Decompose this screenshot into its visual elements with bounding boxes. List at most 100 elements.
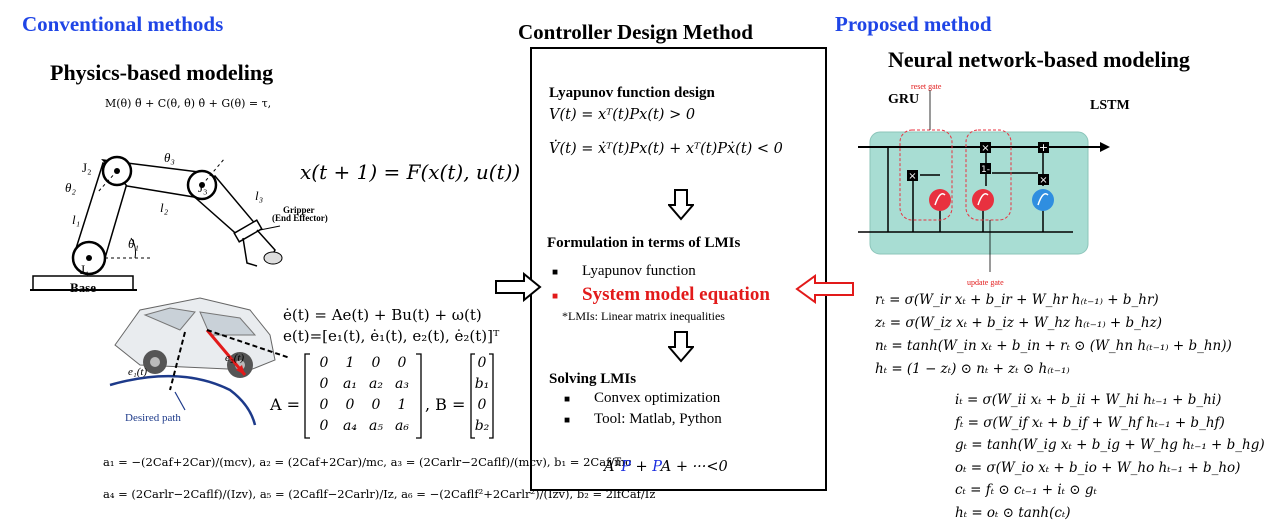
right-to-center-arrow [795,274,854,304]
matrix-b-cell: b₂ [474,418,490,434]
svg-text:×: × [908,171,916,182]
matrix-a-cell: a₂ [369,376,383,392]
dynamics-equation: M(θ) θ̈ + C(θ, θ̇) θ̇ + G(θ) = τ, [105,97,272,110]
lstm-equation: gₜ = tanh(W_ig xₜ + b_ig + W_hg hₜ₋₁ + b… [955,437,1265,453]
lmi-item-system-model: System model equation [582,284,770,305]
final-lmi-inequality: ATP + PA + ···<0 [604,457,728,475]
bullet-convex: ■ [564,394,571,405]
matrix-a-cell: a₅ [369,418,383,434]
e1-label: e₁(t) [128,366,148,378]
matrix-a-cell: a₆ [395,418,409,434]
reset-gate-label: reset gate [911,82,942,91]
svg-text:1-: 1- [981,165,990,175]
matrix-a-cell: 0 [319,418,329,434]
lstm-equation: oₜ = σ(W_io xₜ + b_io + W_ho hₜ₋₁ + b_ho… [955,459,1241,476]
gru-equation: rₜ = σ(W_ir xₜ + b_ir + W_hr h₍ₜ₋₁₎ + b_… [875,292,1159,308]
matrix-a-cell: 0 [345,397,355,413]
state-transition-equation: x(t + 1) = F(x(t), u(t)) [300,160,521,184]
final-lmi-rest: A + ···<0 [660,458,728,475]
matrix-a-cell: 0 [371,355,381,371]
conventional-methods-heading: Conventional methods [22,12,224,36]
theta3-label: θ₃ [164,150,175,165]
robot-arm-illustration [30,155,283,291]
matrix-b-label: , B = [425,395,466,414]
down-arrow-1 [668,189,694,221]
bullet-lyapunov: ■ [552,267,559,278]
joint-j3-label: J₃ [198,180,208,195]
recurrent-cell-diagram: × × 1- + × [858,90,1110,272]
gru-equation: zₜ = σ(W_iz xₜ + b_iz + W_hz h₍ₜ₋₁₎ + b_… [875,315,1162,331]
left-to-center-arrow [495,272,542,302]
bullet-tool: ■ [564,415,571,426]
matrix-a-cell: 1 [397,397,407,413]
l2-label: l₂ [160,200,169,215]
joint-j1-label: J₁ [80,262,90,277]
matrix-a-cell: a₃ [395,376,409,392]
lstm-equation: iₜ = σ(W_ii xₜ + b_ii + W_hi hₜ₋₁ + b_hi… [955,392,1222,408]
base-label: Base [70,280,96,295]
down-arrow-2 [668,331,694,363]
theta2-label: θ₂ [65,180,76,195]
matrix-b-brackets [470,353,494,439]
matrix-b-cell: 0 [477,355,487,371]
neural-modeling-title: Neural network-based modeling [888,47,1190,72]
gripper-label: Gripper [283,205,315,215]
lyapunov-equation-2: V̇(t) = ẋᵀ(t)Px(t) + xᵀ(t)Pẋ(t) < 0 [549,141,783,157]
vehicle-illustration [109,297,290,426]
solving-lmis-heading: Solving LMIs [549,371,637,387]
final-lmi-a: A [604,458,615,475]
theta1-label: θ₁ [128,236,139,251]
solve-item-tool: Tool: Matlab, Python [594,411,722,427]
end-effector-label: (End Effector) [272,213,328,223]
final-lmi-plus: + [630,458,653,475]
l1-label: l₁ [72,212,81,227]
svg-text:×: × [981,143,989,154]
lstm-label: LSTM [1090,98,1130,113]
lstm-equation: cₜ = fₜ ⊙ cₜ₋₁ + iₜ ⊙ gₜ [955,482,1097,498]
matrix-a-cell: a₄ [343,418,357,434]
error-state-vector: e(t)=[e₁(t), ė₁(t), e₂(t), ė₂(t)]ᵀ [283,327,500,345]
bullet-system-model: ■ [552,291,559,302]
error-dynamics-equation: ė(t) = Ae(t) + Bu(t) + ω(t) [283,306,482,324]
matrix-b-cell: b₁ [474,376,490,392]
coefficients-line-2: a₄ = (2Carlr−2Caflf)/(Izv), a₅ = (2Caflf… [103,487,656,501]
gru-equation: nₜ = tanh(W_in xₜ + b_in + rₜ ⊙ (W_hn h₍… [875,338,1232,354]
matrix-a-cell: 1 [345,355,355,371]
matrix-a-cell: 0 [319,397,329,413]
matrix-a-cell: 0 [319,376,329,392]
final-lmi-p1: P [621,458,631,475]
l3-label: l₃ [255,188,264,203]
svg-text:×: × [1039,175,1047,186]
lmi-formulation-heading: Formulation in terms of LMIs [547,235,741,251]
joint-j2-label: J₂ [82,160,92,175]
lyapunov-equation-1: V(t) = xᵀ(t)Px(t) > 0 [549,107,696,123]
matrix-a-cell: 0 [319,355,329,371]
gru-equation: hₜ = (1 − zₜ) ⊙ nₜ + zₜ ⊙ h₍ₜ₋₁₎ [875,361,1070,377]
matrix-a-brackets [304,353,422,439]
final-lmi-transpose: T [614,457,622,468]
matrix-a-cell: 0 [371,397,381,413]
controller-design-title: Controller Design Method [518,20,753,44]
coefficients-line-1: a₁ = −(2Caf+2Car)/(mcv), a₂ = (2Caf+2Car… [103,455,632,469]
lmi-item-lyapunov: Lyapunov function [582,263,696,279]
svg-text:+: + [1039,141,1048,154]
solve-item-convex: Convex optimization [594,390,721,406]
lyapunov-heading: Lyapunov function design [549,85,715,101]
final-lmi-p2: P [652,458,661,475]
update-gate-label: update gate [967,278,1004,287]
desired-path-label: Desired path [125,412,181,424]
lmi-footnote: *LMIs: Linear matrix inequalities [562,309,725,323]
lstm-equation: hₜ = oₜ ⊙ tanh(cₜ) [955,504,1071,521]
lstm-equation: fₜ = σ(W_if xₜ + b_if + W_hf hₜ₋₁ + b_hf… [955,414,1225,431]
matrix-a-cell: 0 [397,355,407,371]
gru-label: GRU [888,92,920,107]
matrix-a-cell: a₁ [343,376,357,392]
matrix-b-cell: 0 [477,397,487,413]
controller-design-box: Lyapunov function design V(t) = xᵀ(t)Px(… [530,47,827,491]
matrix-b: 0 b₁ 0 b₂ [470,352,494,440]
proposed-method-heading: Proposed method [835,12,992,36]
matrix-a-label: A = [270,395,301,414]
physics-modeling-title: Physics-based modeling [50,60,274,85]
e2-label: e₂(t) [225,352,245,364]
